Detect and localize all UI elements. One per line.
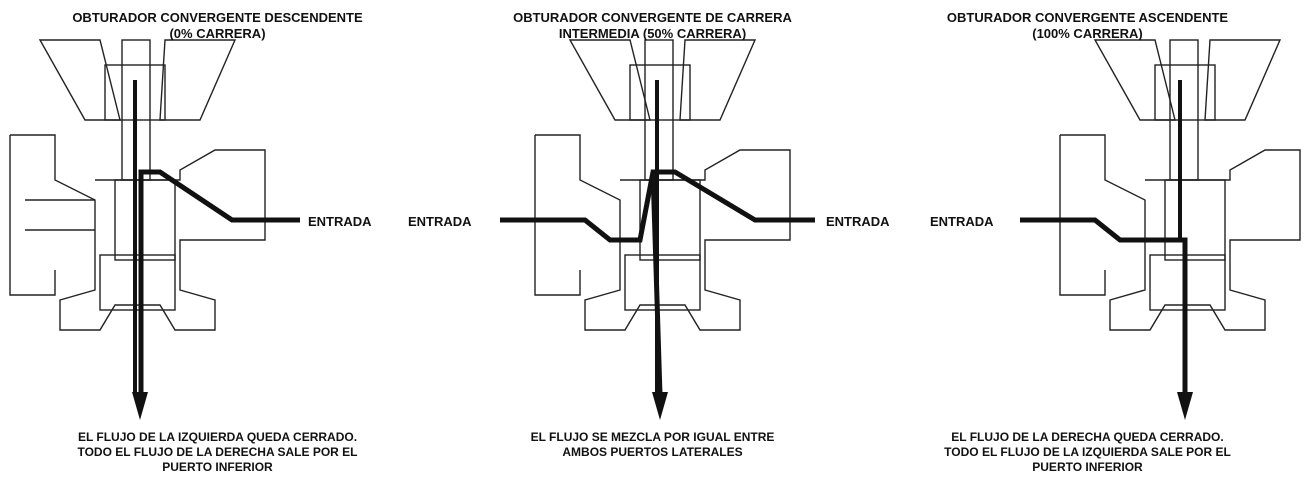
- panel-title: OBTURADOR CONVERGENTE DESCENDENTE (0% CA…: [0, 10, 435, 42]
- inlet-label-right: ENTRADA: [826, 214, 890, 229]
- caption-line: PUERTO INFERIOR: [1032, 460, 1143, 474]
- caption-line: AMBOS PUERTOS LATERALES: [562, 445, 743, 459]
- inlet-label-right: ENTRADA: [308, 214, 372, 229]
- panel-up: OBTURADOR CONVERGENTE ASCENDENTE (100% C…: [870, 0, 1305, 481]
- caption-line: PUERTO INFERIOR: [162, 460, 273, 474]
- inlet-label-left: ENTRADA: [930, 214, 994, 229]
- panel-caption: EL FLUJO SE MEZCLA POR IGUAL ENTRE AMBOS…: [435, 430, 870, 460]
- title-line: OBTURADOR CONVERGENTE ASCENDENTE: [946, 10, 1229, 25]
- valve-section-drawing: [500, 39, 815, 420]
- title-line: OBTURADOR CONVERGENTE DESCENDENTE: [72, 10, 363, 25]
- title-line: OBTURADOR CONVERGENTE DE CARRERA: [513, 10, 792, 25]
- outlet-arrow-icon: [132, 392, 148, 420]
- caption-line: TODO EL FLUJO DE LA IZQUIERDA SALE POR E…: [944, 445, 1231, 459]
- panel-down: OBTURADOR CONVERGENTE DESCENDENTE (0% CA…: [0, 0, 435, 481]
- caption-line: EL FLUJO DE LA DERECHA QUEDA CERRADO.: [951, 430, 1224, 444]
- panel-mid: OBTURADOR CONVERGENTE DE CARRERA INTERME…: [408, 0, 890, 481]
- title-line: (0% CARRERA): [169, 26, 266, 41]
- caption-line: EL FLUJO SE MEZCLA POR IGUAL ENTRE: [530, 430, 775, 444]
- outlet-arrow-icon: [652, 392, 668, 420]
- panel-caption: EL FLUJO DE LA DERECHA QUEDA CERRADO. TO…: [870, 430, 1305, 475]
- caption-line: TODO EL FLUJO DE LA DERECHA SALE POR EL: [77, 445, 358, 459]
- caption-line: EL FLUJO DE LA IZQUIERDA QUEDA CERRADO.: [77, 430, 358, 444]
- valve-section-drawing: [9, 39, 300, 420]
- outlet-arrow-icon: [1177, 392, 1193, 420]
- panel-title: OBTURADOR CONVERGENTE ASCENDENTE (100% C…: [870, 10, 1305, 42]
- title-line: (100% CARRERA): [1032, 26, 1143, 41]
- panel-caption: EL FLUJO DE LA IZQUIERDA QUEDA CERRADO. …: [0, 430, 435, 475]
- panel-title: OBTURADOR CONVERGENTE DE CARRERA INTERME…: [435, 10, 870, 42]
- valve-section-drawing: [1020, 39, 1301, 420]
- title-line: INTERMEDIA (50% CARRERA): [558, 26, 747, 41]
- inlet-label-left: ENTRADA: [408, 214, 472, 229]
